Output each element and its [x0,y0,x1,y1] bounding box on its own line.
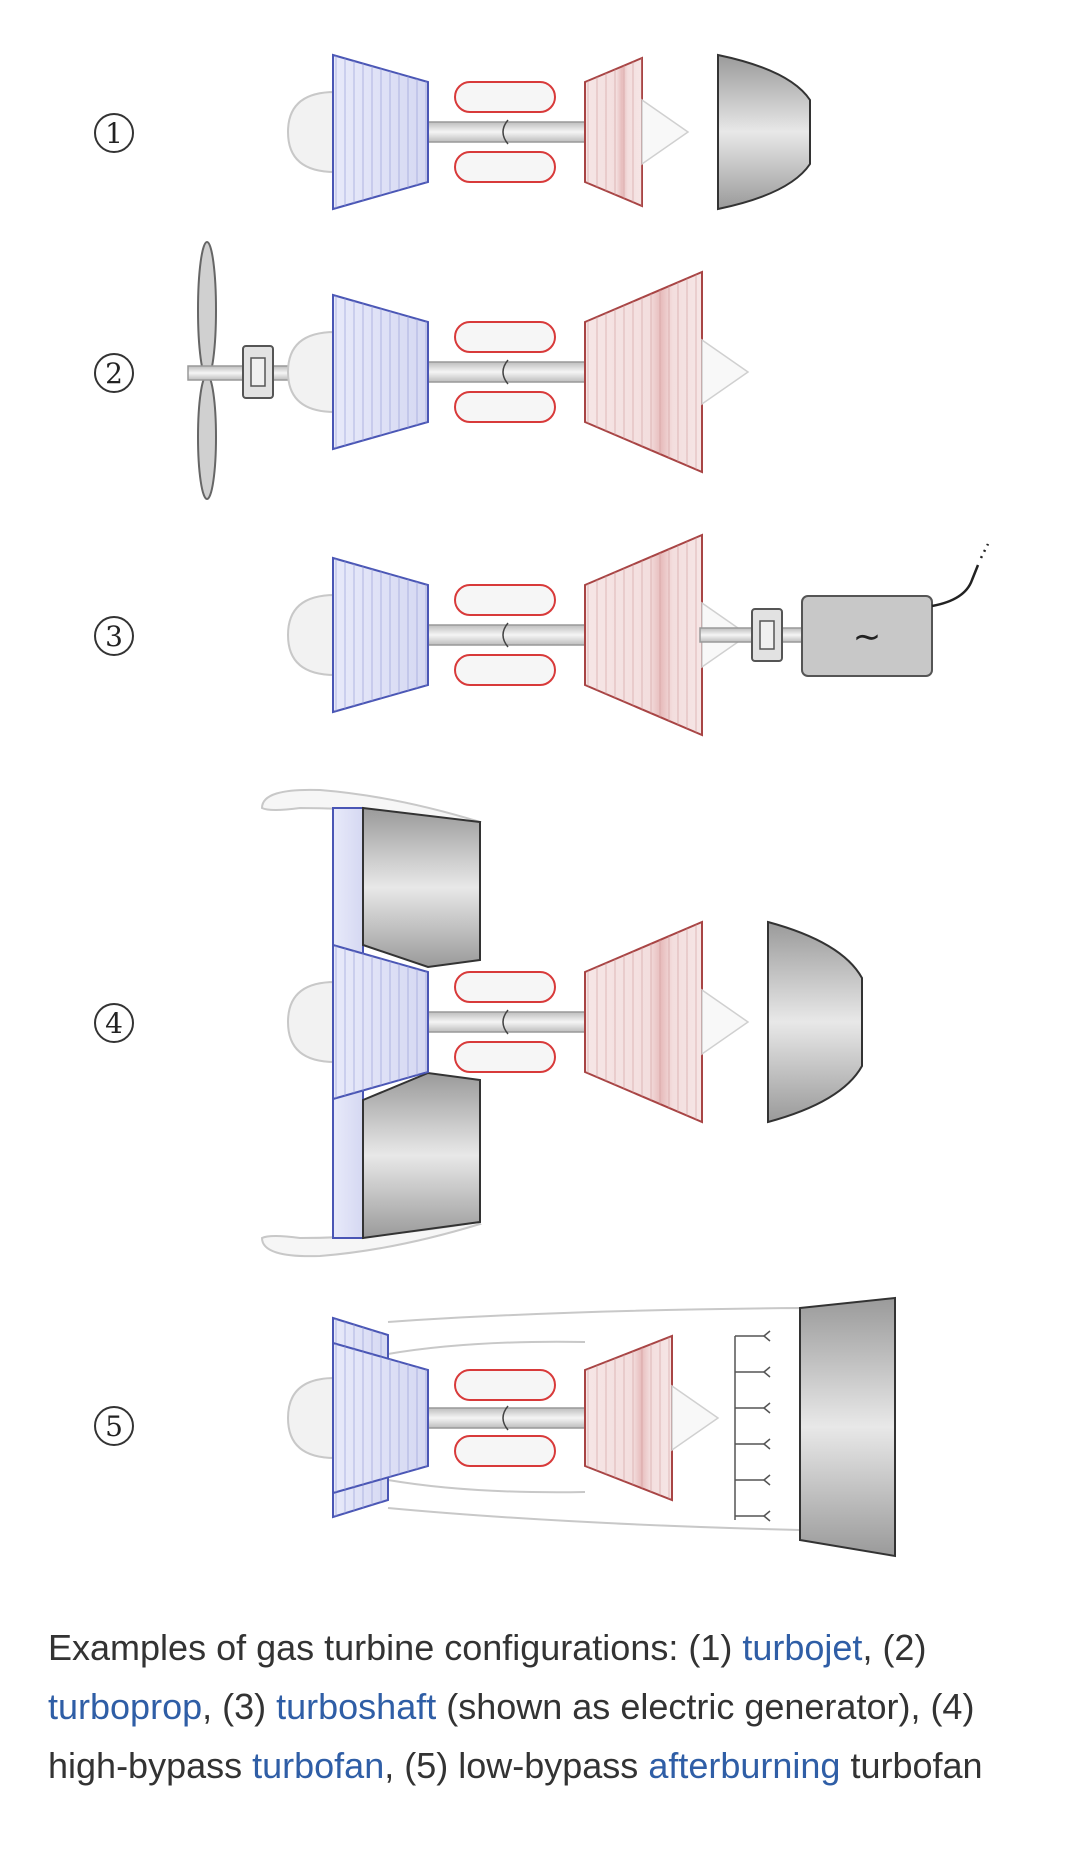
afterburner-icon [734,1330,771,1522]
generator-symbol: ∼ [853,617,882,657]
caption-text: (shown as electric generator), (4) high-… [48,1686,975,1786]
combustor-top [454,321,556,353]
inlet-spinner [286,90,336,174]
engine-turboshaft: ∼ [286,533,990,737]
nozzle-icon [767,920,863,1124]
link-turboprop[interactable]: turboprop [48,1686,203,1727]
figure-caption: Examples of gas turbine configurations: … [48,1618,1038,1795]
label-engine-5: 5 [94,1406,134,1446]
engine-turboprop [187,241,750,500]
engine-diagram-figure: ∼ [94,53,990,1558]
link-afterburning[interactable]: afterburning [648,1745,841,1786]
engine-turbojet [286,53,811,211]
nozzle-icon [717,53,811,211]
caption-text: , (3) [202,1686,277,1727]
combustor-bottom [454,391,556,423]
label-engine-2: 2 [94,353,134,393]
combustor-top [454,81,556,113]
engine-high-bypass-turbofan [260,788,863,1258]
link-turboshaft[interactable]: turboshaft [276,1686,437,1727]
nozzle-icon [799,1296,896,1558]
combustor-top [454,1369,556,1401]
label-engine-1: 1 [94,113,134,153]
combustor-top [454,584,556,616]
engine-diagram-svg: ∼ [187,53,990,1558]
link-turbojet[interactable]: turbojet [742,1627,863,1668]
link-turbofan[interactable]: turbofan [252,1745,385,1786]
combustor-bottom [454,151,556,183]
bypass-duct-bottom [362,1071,481,1240]
combustor-top [454,971,556,1003]
combustor-bottom [454,1435,556,1467]
caption-text: , (5) low-bypass [384,1745,649,1786]
bypass-duct-top [362,806,481,969]
generator-cable [931,564,980,608]
label-engine-4: 4 [94,1003,134,1043]
combustor-bottom [454,1041,556,1073]
exhaust-cone [641,98,690,166]
label-engine-3: 3 [94,616,134,656]
caption-text: turbofan [840,1745,983,1786]
exhaust-cone [701,338,750,406]
caption-text: Examples of gas turbine configurations: … [48,1627,743,1668]
engine-low-bypass-afterburning-turbofan [286,1296,896,1558]
generator-icon [801,595,933,677]
caption-text: , (2) [862,1627,927,1668]
combustor-bottom [454,654,556,686]
propeller-icon [197,241,217,379]
